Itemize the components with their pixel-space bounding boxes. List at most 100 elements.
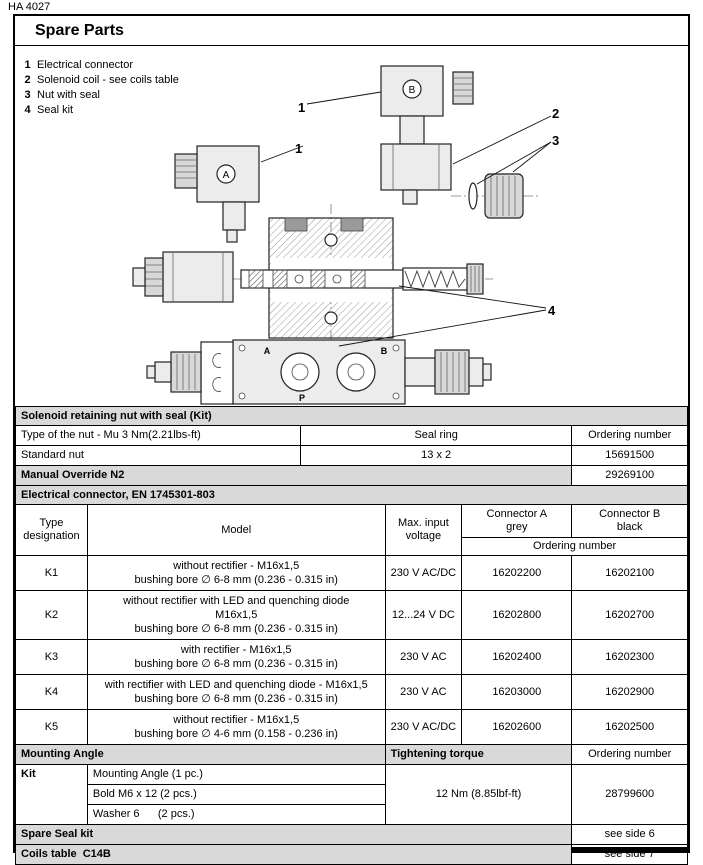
connector-row-k2: K2 without rectifier with LED and quench… (15, 590, 688, 640)
k2-order-b: 16202700 (571, 590, 688, 640)
mounting-order-header: Ordering number (571, 744, 688, 765)
header-line: designation (23, 530, 80, 542)
mounting-kit-row: Bold M6 x 12 (2 pcs.) (16, 784, 688, 805)
part-label: Seal kit (37, 104, 74, 116)
connector-table: Type designation Model Max. input voltag… (15, 504, 688, 745)
footer-row-coils-table: Coils table C14B see side 7 (14, 844, 688, 865)
k3-type: K3 (15, 639, 88, 675)
footer-row-seal-kit: Spare Seal kit see side 6 (14, 824, 688, 845)
spare-seal-kit-label: Spare Seal kit (14, 824, 573, 845)
model-line: without rectifier with LED and quenching… (123, 595, 350, 607)
k5-model: without rectifier - M16x1,5 bushing bore… (86, 709, 386, 745)
nut-header-order: Ordering number (571, 425, 688, 446)
model-line: with rectifier - M16x1,5 (180, 644, 292, 656)
k4-order-a: 16203000 (461, 674, 573, 710)
connector-a: A (174, 145, 260, 243)
connector-row-k5: K5 without rectifier - M16x1,5 bushing b… (15, 709, 688, 745)
page-title: Spare Parts (15, 16, 688, 46)
nut-table: Type of the nut - Mu 3 Nm(2.21lbs-ft) Se… (14, 425, 688, 486)
k1-voltage: 230 V AC/DC (384, 555, 463, 591)
part-label: Nut with seal (37, 89, 100, 101)
mounting-header-row: Mounting Angle Tightening torque Orderin… (15, 744, 688, 765)
section-title-nut: Solenoid retaining nut with seal (Kit) (15, 406, 688, 426)
k2-model: without rectifier with LED and quenching… (86, 590, 386, 640)
spare-seal-kit-ref: see side 6 (571, 824, 688, 845)
header-line: black (616, 521, 643, 533)
k1-order-b: 16202100 (571, 555, 688, 591)
mounting-torque: 12 Nm (8.85lbf-ft) (384, 764, 573, 825)
mounting-item: Bold M6 x 12 (2 pcs.) (86, 784, 386, 805)
coils-table-label: Coils table C14B (14, 844, 573, 865)
connector-a-letter: A (223, 170, 230, 181)
header-line: Max. input (398, 517, 449, 529)
parts-list: 1 Electrical connector 2 Solenoid coil -… (21, 58, 179, 118)
nut-override-type: Manual Override N2 (14, 465, 573, 486)
header-line: Type (39, 517, 64, 529)
connector-row-k1: K1 without rectifier - M16x1,5 bushing b… (15, 555, 688, 591)
model-line: bushing bore ∅ 6-8 mm (0.236 - 0.315 in) (134, 574, 338, 586)
model-line: bushing bore ∅ 6-8 mm (0.236 - 0.315 in) (134, 658, 338, 670)
header-line: Connector A (486, 508, 548, 520)
part-label: Solenoid coil - see coils table (37, 74, 179, 86)
nut-header-seal: Seal ring (299, 425, 573, 446)
connector-row-k4: K4 with rectifier with LED and quenching… (15, 674, 688, 710)
mounting-title: Mounting Angle (15, 744, 386, 765)
mounting-item: Mounting Angle (1 pc.) (86, 764, 386, 785)
connector-header-ordering: Ordering number (461, 537, 688, 556)
nut-standard-type: Standard nut (15, 445, 301, 466)
page-frame: Spare Parts 1 Electrical connector 2 Sol… (13, 14, 690, 865)
parts-list-item: 4 Seal kit (21, 103, 179, 118)
nut-override-order: 29269100 (571, 465, 688, 486)
connector-header-row: Type designation Model Max. input voltag… (15, 504, 688, 556)
nut-standard-order: 15691500 (571, 445, 688, 466)
valve-assembly-diagram: B A (132, 65, 559, 405)
k1-model: without rectifier - M16x1,5 bushing bore… (86, 555, 386, 591)
mounting-order: 28799600 (571, 764, 688, 825)
nut-standard-seal: 13 x 2 (299, 445, 573, 466)
k3-voltage: 230 V AC (384, 639, 463, 675)
model-line: bushing bore ∅ 6-8 mm (0.236 - 0.315 in) (134, 693, 338, 705)
header-line: Connector B (599, 508, 661, 520)
model-line: M16x1,5 (215, 609, 258, 621)
connector-header-model: Model (86, 504, 386, 556)
callouts: 1 1 2 3 4 (260, 91, 559, 347)
parts-list-item: 1 Electrical connector (21, 58, 179, 73)
nut-table-header-row: Type of the nut - Mu 3 Nm(2.21lbs-ft) Se… (15, 425, 688, 446)
subplate-manifold: A B P (146, 339, 492, 405)
k3-order-a: 16202400 (461, 639, 573, 675)
part-number: 4 (24, 104, 31, 116)
valve-body (240, 217, 484, 353)
nut-row-override: Manual Override N2 29269100 (14, 465, 688, 486)
k2-order-a: 16202800 (461, 590, 573, 640)
part-number: 1 (24, 59, 31, 71)
k5-order-b: 16202500 (571, 709, 688, 745)
connector-row-k3: K3 with rectifier - M16x1,5 bushing bore… (15, 639, 688, 675)
parts-list-item: 3 Nut with seal (21, 88, 179, 103)
k4-voltage: 230 V AC (384, 674, 463, 710)
part-label: Electrical connector (37, 59, 133, 71)
model-line: bushing bore ∅ 4-6 mm (0.158 - 0.236 in) (134, 728, 338, 740)
part-number: 3 (24, 89, 31, 101)
nut-row-standard: Standard nut 13 x 2 15691500 (15, 445, 688, 466)
callout-2: 2 (552, 106, 559, 121)
model-line: bushing bore ∅ 6-8 mm (0.236 - 0.315 in) (134, 623, 338, 635)
mounting-kit-label: Kit (15, 764, 88, 825)
footer-table: Spare Seal kit see side 6 Coils table C1… (14, 824, 688, 865)
k4-order-b: 16202900 (571, 674, 688, 710)
connector-header-conn-b: Connector B black (571, 504, 688, 538)
connector-b: B (380, 65, 474, 205)
connector-header-voltage: Max. input voltage (384, 504, 463, 556)
k3-model: with rectifier - M16x1,5 bushing bore ∅ … (86, 639, 386, 675)
model-line: without rectifier - M16x1,5 (173, 560, 300, 572)
solenoid-coil (132, 251, 234, 303)
header-line: voltage (405, 530, 442, 542)
mounting-torque-header: Tightening torque (384, 744, 573, 765)
callout-4: 4 (548, 303, 556, 318)
nut-with-seal (468, 173, 524, 219)
mounting-table: Mounting Angle Tightening torque Orderin… (15, 744, 688, 825)
port-p-label: P (299, 393, 305, 403)
k4-type: K4 (15, 674, 88, 710)
nut-header-type: Type of the nut - Mu 3 Nm(2.21lbs-ft) (15, 425, 301, 446)
part-number: 2 (24, 74, 31, 86)
port-b-label: B (381, 346, 388, 356)
